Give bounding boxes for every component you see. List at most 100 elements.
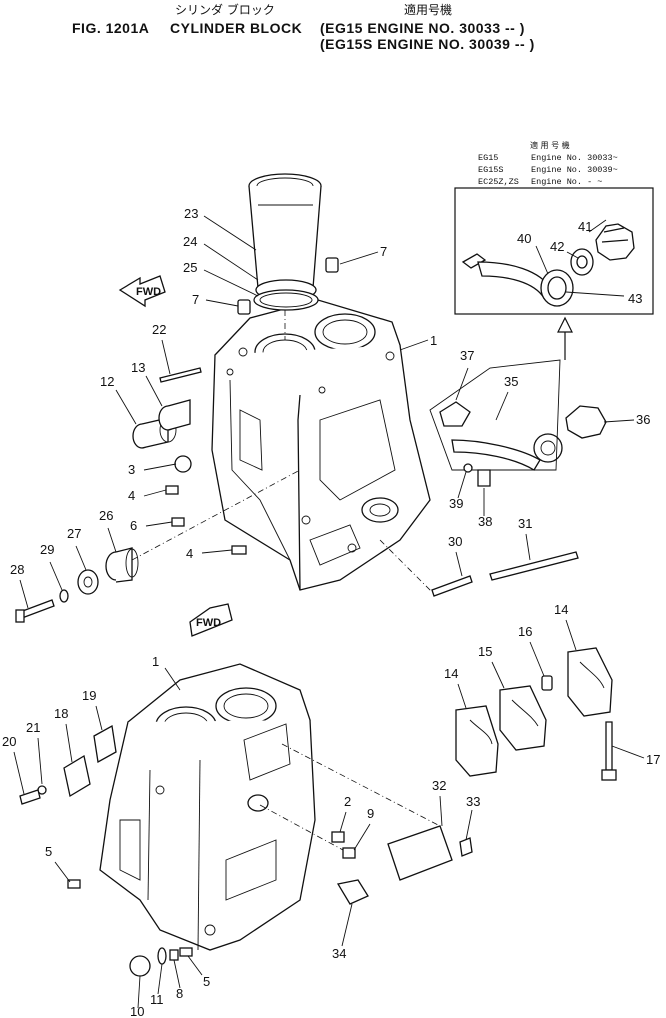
- plug-9: [342, 847, 356, 859]
- inset-row-3-model: EC25Z,ZS: [478, 177, 519, 187]
- leader-43: [565, 291, 625, 297]
- bearing-cap-14-left: [455, 705, 499, 777]
- leader-line-37: [455, 367, 469, 401]
- leader-line-20: [13, 751, 25, 795]
- fitting-2: [331, 831, 345, 843]
- bearing-cap-15: [499, 685, 547, 751]
- callout-19: 19: [82, 688, 96, 703]
- plug-centerline: [259, 804, 344, 851]
- pin-5-bottom: [179, 947, 193, 957]
- inset-row-1-engine: Engine No. 30033~: [531, 153, 618, 163]
- leader-line-6: [145, 521, 173, 527]
- bolt-20: [19, 789, 41, 805]
- leader-line-7: [205, 299, 239, 307]
- dowel-pin-7-right: [325, 257, 339, 273]
- plug-10: [129, 955, 151, 977]
- callout-37: 37: [460, 348, 474, 363]
- cover-plate-32: [387, 825, 453, 881]
- oil-pressure-switch-34: [336, 879, 369, 905]
- callout-5: 5: [203, 974, 210, 989]
- callout-20: 20: [2, 734, 16, 749]
- pipe-centerline: [379, 539, 433, 593]
- collar-27: [77, 569, 99, 595]
- leader-line-9: [353, 823, 371, 851]
- bolt-28: [19, 599, 55, 619]
- leader-line-36: [603, 419, 635, 423]
- callout-27: 27: [67, 526, 81, 541]
- rod-31: [489, 551, 579, 581]
- inset-heading: 適 用 号 機: [530, 141, 570, 150]
- pin-4-left: [165, 485, 179, 495]
- leader-line-39: [457, 471, 467, 499]
- idler-shaft-26: [105, 547, 139, 583]
- cylinder-liner: [248, 173, 322, 311]
- callout-4: 4: [128, 488, 135, 503]
- callout-2: 2: [344, 794, 351, 809]
- engine-line-eg15: (EG15 ENGINE NO. 30033 -- ): [320, 20, 525, 36]
- callout-22: 22: [152, 322, 166, 337]
- leader-line-33: [465, 809, 473, 841]
- leader-42: [566, 251, 579, 259]
- callout-13: 13: [131, 360, 145, 375]
- bearing-cap-14-right: [567, 647, 613, 717]
- inset-box: [454, 187, 654, 315]
- callout-9: 9: [367, 806, 374, 821]
- fwd-label-lower: FWD: [196, 617, 221, 629]
- leader-line-24: [203, 243, 259, 281]
- leader-line-10: [137, 975, 141, 1009]
- callout-34: 34: [332, 946, 346, 961]
- leader-line-4: [201, 549, 233, 554]
- leader-line-18: [65, 723, 73, 763]
- inset-row-1-model: EG15: [478, 153, 499, 163]
- bolt-33: [459, 837, 473, 857]
- callout-18: 18: [54, 706, 68, 721]
- fwd-label-upper: FWD: [136, 286, 161, 298]
- leader-line-3: [143, 463, 177, 471]
- callout-35: 35: [504, 374, 518, 389]
- callout-12: 12: [100, 374, 114, 389]
- plug-3: [174, 455, 192, 473]
- leader-line-16: [529, 641, 545, 677]
- callout-29: 29: [40, 542, 54, 557]
- cylinder-block-upper: [211, 299, 431, 591]
- callout-8: 8: [176, 986, 183, 1001]
- callout-14: 14: [444, 666, 458, 681]
- engine-line-eg15s: (EG15S ENGINE NO. 30039 -- ): [320, 36, 535, 52]
- callout-4: 4: [186, 546, 193, 561]
- leader-line-29: [49, 561, 63, 591]
- japanese-title: シリンダ ブロック: [175, 3, 275, 17]
- callout-1: 1: [152, 654, 159, 669]
- callout-32: 32: [432, 778, 446, 793]
- callout-21: 21: [26, 720, 40, 735]
- callout-23: 23: [184, 206, 198, 221]
- o-ring-11: [157, 947, 167, 965]
- leader-line-32: [439, 795, 443, 827]
- bolt-17: [605, 721, 613, 771]
- leader-line-13: [145, 375, 163, 407]
- leader-line-2: [339, 811, 347, 833]
- leader-line-17: [611, 745, 645, 759]
- leader-line-34: [341, 903, 353, 947]
- callout-26: 26: [99, 508, 113, 523]
- callout-5: 5: [45, 844, 52, 859]
- figure-title: CYLINDER BLOCK: [170, 20, 303, 36]
- callout-7: 7: [192, 292, 199, 307]
- cover-18: [63, 754, 91, 798]
- leader-line-25: [203, 269, 259, 297]
- leader-line-1: [399, 339, 429, 351]
- callout-33: 33: [466, 794, 480, 809]
- stud-bolt-22: [159, 367, 202, 383]
- japanese-applicable-label: 適用号機: [404, 3, 453, 17]
- callout-6: 6: [130, 518, 137, 533]
- callout-41: 41: [578, 219, 592, 234]
- callout-14: 14: [554, 602, 568, 617]
- pin-4-lower: [231, 545, 247, 555]
- oil-filler-assembly: [429, 359, 607, 471]
- washer-39: [463, 463, 473, 473]
- callout-7: 7: [380, 244, 387, 259]
- callout-40: 40: [517, 231, 531, 246]
- dowel-pin-7-left: [237, 299, 251, 315]
- cylinder-block-lower: [99, 663, 316, 951]
- cover-centerline: [281, 743, 441, 827]
